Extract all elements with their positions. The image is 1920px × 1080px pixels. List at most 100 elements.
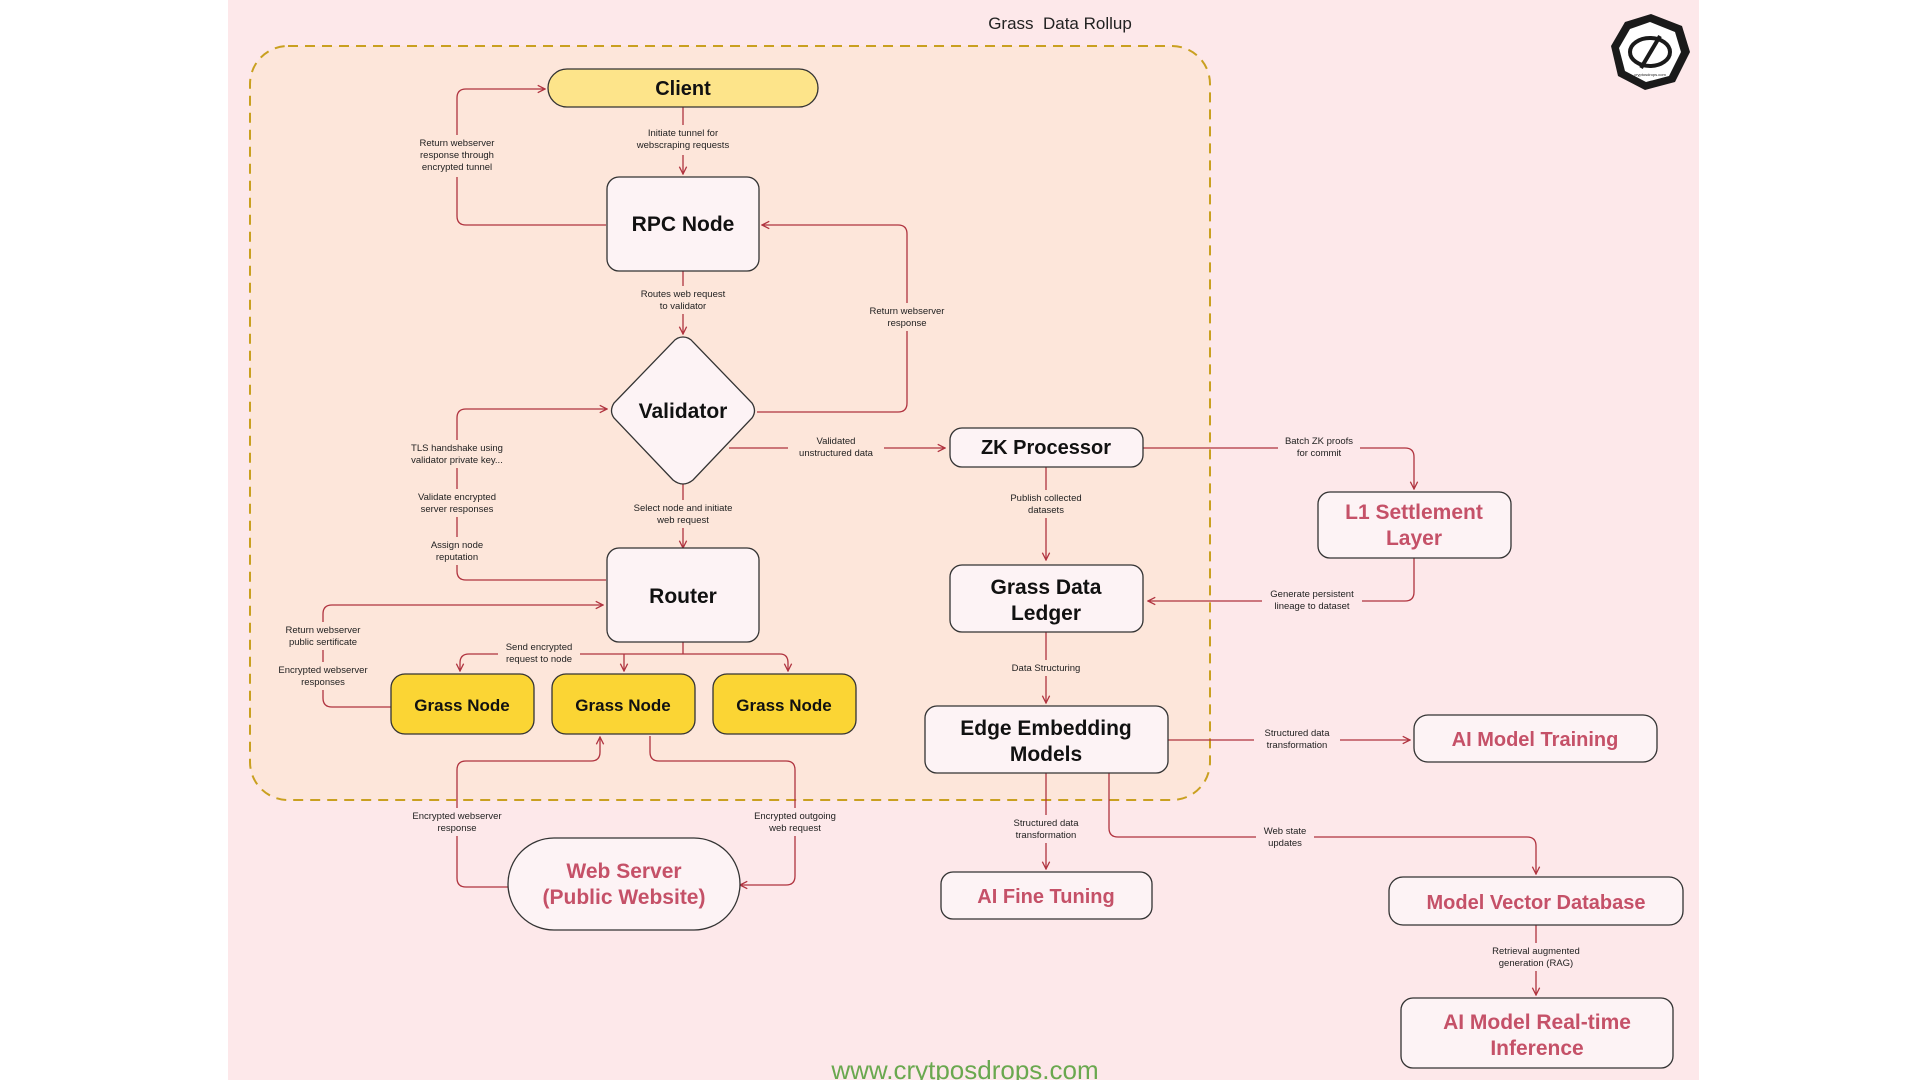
node-label: RPC Node [632, 213, 735, 236]
cryptosdrops-logo-icon: cryptosdrops.com [1611, 14, 1690, 90]
edge-label: lineage to dataset [1274, 601, 1349, 612]
edge-label: server responses [421, 504, 494, 515]
edge-label: Initiate tunnel for [648, 128, 718, 139]
edge-label: Structured data [1265, 728, 1331, 739]
edge-label: validator private key... [411, 455, 503, 466]
edge-label: Routes web request [641, 289, 726, 300]
diagram-title: Grass Data Rollup [988, 14, 1132, 33]
edge-label: generation (RAG) [1499, 958, 1573, 969]
node-grass-data-ledger[interactable]: Grass Data Ledger [949, 564, 1144, 633]
node-label: Inference [1490, 1037, 1583, 1060]
node-router[interactable]: Router [606, 547, 760, 643]
node-label: Validator [639, 400, 728, 423]
edge-label: Validate encrypted [418, 492, 496, 503]
edge-label: to validator [660, 301, 706, 312]
edge-label: response through [420, 150, 494, 161]
edge-label: Send encrypted [506, 642, 573, 653]
edge-label: transformation [1267, 740, 1328, 751]
edge-label: Validated [817, 436, 856, 447]
node-webserver[interactable]: Web Server (Public Website) [507, 837, 741, 931]
node-zk-processor[interactable]: ZK Processor [949, 427, 1144, 468]
node-label: Grass Node [575, 696, 670, 715]
edge-label: Return webserver [286, 625, 361, 636]
svg-text:Data Structuring: Data Structuring [1012, 663, 1081, 674]
edge-label: Retrieval augmented [1492, 946, 1580, 957]
edge-label: TLS handshake using [411, 443, 503, 454]
edge-label: responses [301, 677, 345, 688]
node-l1-settlement[interactable]: L1 Settlement Layer [1317, 491, 1512, 559]
node-model-vector-database[interactable]: Model Vector Database [1388, 876, 1684, 926]
node-client[interactable]: Client [547, 68, 819, 108]
node-label: (Public Website) [543, 886, 706, 909]
node-label: ZK Processor [981, 437, 1111, 459]
node-label: Router [649, 585, 717, 608]
node-label: AI Model Real-time [1443, 1011, 1631, 1034]
edge-label: Encrypted webserver [278, 665, 367, 676]
edge-label: reputation [436, 552, 478, 563]
node-label: Ledger [1011, 602, 1081, 625]
node-grass-1[interactable]: Grass Node [390, 673, 535, 735]
edge-label: transformation [1016, 830, 1077, 841]
website-link[interactable]: www.crytposdrops.com [830, 1055, 1098, 1080]
edge-label: Assign node [431, 540, 483, 551]
edge-label: Batch ZK proofs [1285, 436, 1353, 447]
edge-label: Return webserver [420, 138, 495, 149]
edge-label: Return webserver [870, 306, 945, 317]
logo-caption: cryptosdrops.com [1634, 72, 1666, 77]
edge-label: response [887, 318, 926, 329]
node-label: AI Fine Tuning [977, 886, 1114, 908]
edge-label: web request [656, 515, 709, 526]
node-validator[interactable]: Validator [610, 336, 756, 485]
edge-label: unstructured data [799, 448, 874, 459]
edge-label: webscraping requests [636, 140, 730, 151]
node-rpc[interactable]: RPC Node [606, 176, 760, 272]
node-label: AI Model Training [1452, 729, 1619, 751]
edge-label: Publish collected [1010, 493, 1081, 504]
edge-label: encrypted tunnel [422, 162, 492, 173]
node-edge-embedding[interactable]: Edge Embedding Models [924, 705, 1169, 774]
node-grass-2[interactable]: Grass Node [551, 673, 696, 735]
node-grass-3[interactable]: Grass Node [712, 673, 857, 735]
node-label: L1 Settlement [1345, 501, 1483, 524]
node-ai-model-training[interactable]: AI Model Training [1413, 714, 1658, 763]
node-label: Model Vector Database [1427, 892, 1646, 914]
edge-label: for commit [1297, 448, 1342, 459]
node-label: Models [1010, 743, 1082, 766]
edge-label: request to node [506, 654, 572, 665]
edge-label: Encrypted outgoing [754, 811, 836, 822]
node-label: Grass Data [991, 576, 1102, 599]
edge-label: public sertificate [289, 637, 357, 648]
edge-label: Data Structuring [1012, 663, 1081, 674]
edge-label: Web state [1264, 826, 1307, 837]
node-label: Client [655, 78, 711, 100]
edge-label: datasets [1028, 505, 1064, 516]
node-label: Web Server [566, 860, 681, 883]
edge-label: Generate persistent [1270, 589, 1354, 600]
edge-label: updates [1268, 838, 1302, 849]
node-label: Grass Node [736, 696, 831, 715]
node-ai-fine-tuning[interactable]: AI Fine Tuning [940, 871, 1153, 920]
node-label: Layer [1386, 527, 1442, 550]
edge-label: Encrypted webserver [412, 811, 501, 822]
node-ai-realtime-inference[interactable]: AI Model Real-time Inference [1400, 997, 1674, 1069]
edge-label: Structured data [1014, 818, 1080, 829]
